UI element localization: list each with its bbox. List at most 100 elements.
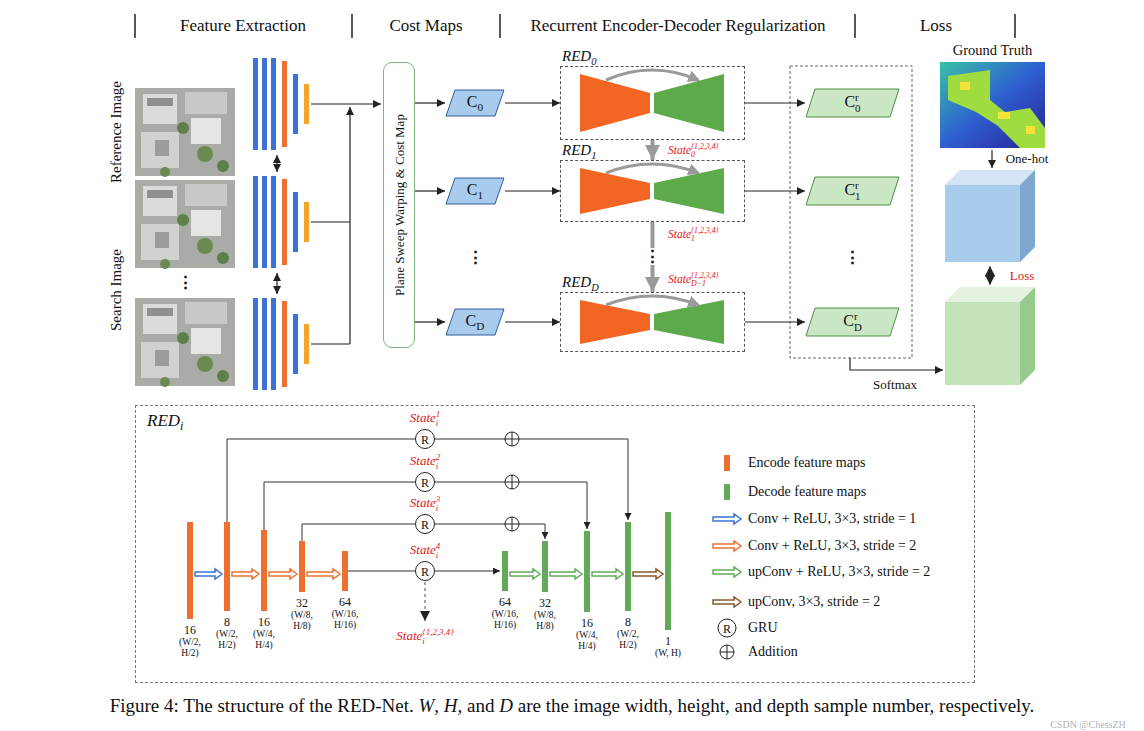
subscript: i — [436, 462, 440, 471]
process-box: Plane Sweep Warping & Cost Map — [383, 62, 415, 348]
label-anchor: (W/2, H/2) — [208, 629, 246, 651]
node-label: CrD — [843, 311, 862, 334]
ellipsis: ⋮ — [642, 248, 663, 265]
encoder-shape — [580, 74, 650, 132]
superscript: 3 — [436, 495, 440, 504]
node-label: Ground Truth — [953, 42, 1032, 59]
label-anchor: R — [723, 619, 731, 637]
image-label: Reference Image — [108, 81, 125, 183]
channel-count: 8 — [224, 615, 230, 630]
legend-sample — [712, 482, 742, 502]
resolution-label: (W/4, H/4) — [568, 630, 606, 652]
label-anchor: Softmax — [873, 375, 917, 393]
legend-arrow — [713, 514, 741, 524]
regularized-cost-map: Cr1 — [805, 176, 900, 206]
ground-truth-image: Ground Truth — [940, 62, 1045, 148]
aerial-image — [135, 88, 235, 177]
legend-gru — [718, 619, 736, 637]
label-anchor: (W/16, H/16) — [326, 609, 364, 631]
math-variable: W — [418, 695, 434, 716]
legend-sample — [712, 509, 742, 529]
parallelogram-outline — [806, 177, 899, 205]
legend-sample — [712, 592, 742, 612]
legend-row: Addition — [712, 642, 798, 662]
legend-addition — [720, 645, 734, 659]
label-anchor: (W/4, H/4) — [245, 629, 283, 651]
encoder-shape — [580, 168, 650, 214]
superscript: r — [855, 180, 860, 191]
state-label: Statei{1,2,3,4} — [396, 628, 453, 647]
channel-count: 16 — [581, 616, 593, 631]
text-holder: RED1 — [562, 141, 596, 161]
header-divider — [351, 14, 353, 38]
volume-cube — [1020, 287, 1035, 385]
script-stack: D−1{1,2,3,4} — [691, 272, 719, 288]
legend-text: GRU — [748, 620, 778, 636]
label-anchor: 32 — [296, 593, 308, 611]
subscript: D — [591, 282, 599, 293]
label-anchor: State1{1,2,3,4} — [668, 224, 719, 244]
resolution-label: (W/8, H/8) — [526, 610, 564, 632]
legend-row: GRU — [712, 618, 778, 638]
math-variable: D — [499, 695, 513, 716]
label-anchor: (W/8, H/8) — [283, 610, 321, 632]
label-anchor: 64 — [499, 592, 511, 610]
subscript: D−1 — [691, 281, 719, 289]
text-holder: R — [421, 430, 429, 448]
header-divider — [134, 14, 136, 38]
resolution-label: (W/4, H/4) — [245, 629, 283, 651]
encode-bar — [299, 541, 305, 592]
math-variable: H — [444, 695, 458, 716]
node-label: Cr1 — [844, 180, 860, 203]
skip-wire — [435, 439, 505, 440]
arrow-label: One-hot — [1006, 151, 1049, 167]
legend-text: Addition — [748, 644, 798, 660]
text-holder: R — [421, 515, 429, 533]
subscript: 0 — [855, 103, 860, 114]
legend-text: Conv + ReLU, 3×3, stride = 1 — [748, 511, 916, 527]
gru-unit: R — [415, 561, 435, 581]
subscript: 1 — [691, 236, 719, 244]
subscript: 0 — [591, 56, 596, 67]
label-anchor: Loss — [920, 16, 952, 36]
node-label: R — [421, 518, 429, 533]
addition-symbol — [505, 432, 519, 446]
upconv-arrow — [592, 569, 623, 579]
skip-wire — [348, 571, 415, 572]
text-holder: CD — [466, 312, 485, 332]
legend-sample — [712, 642, 742, 662]
ellipsis: ⋮ — [467, 249, 484, 266]
watermark: CSDN @ChessZH — [1050, 719, 1126, 730]
legend-arrow — [712, 536, 742, 556]
label-anchor: ⋮ — [467, 249, 484, 267]
text-holder: Cr0 — [844, 92, 860, 115]
cost-map: CD — [445, 308, 505, 336]
ellipsis: ⋮ — [844, 249, 861, 266]
legend-text: upConv + ReLU, 3×3, stride = 2 — [748, 564, 930, 580]
loss-label: Loss — [1010, 268, 1035, 284]
legend-row: Conv + ReLU, 3×3, stride = 2 — [712, 536, 916, 556]
encoder-shape — [580, 300, 650, 344]
gru-unit: R — [415, 472, 435, 492]
label-anchor: Statei3 — [410, 493, 440, 513]
text-holder: REDi — [147, 411, 183, 434]
resolution-label: (W/2, H/2) — [171, 637, 209, 659]
depth-region — [998, 112, 1010, 119]
label-anchor: CSDN @ChessZH — [1050, 714, 1126, 731]
legend-arrow — [713, 597, 741, 607]
addition-symbol — [505, 432, 519, 446]
volume-cube — [945, 287, 1035, 302]
node-label: REDi — [147, 411, 183, 434]
conv-arrow — [307, 569, 340, 579]
legend-arrow — [713, 541, 741, 551]
label-anchor: Search Image — [107, 249, 125, 331]
connector-arrow — [505, 190, 560, 191]
node-label: RED0 — [562, 48, 596, 67]
skip-wire — [519, 524, 545, 539]
legend-text: Conv + ReLU, 3×3, stride = 2 — [748, 538, 916, 554]
legend-arrow — [713, 567, 741, 577]
state-label: Statei3 — [410, 495, 440, 514]
conv-arrow — [269, 569, 297, 579]
subscript: i — [180, 419, 183, 433]
